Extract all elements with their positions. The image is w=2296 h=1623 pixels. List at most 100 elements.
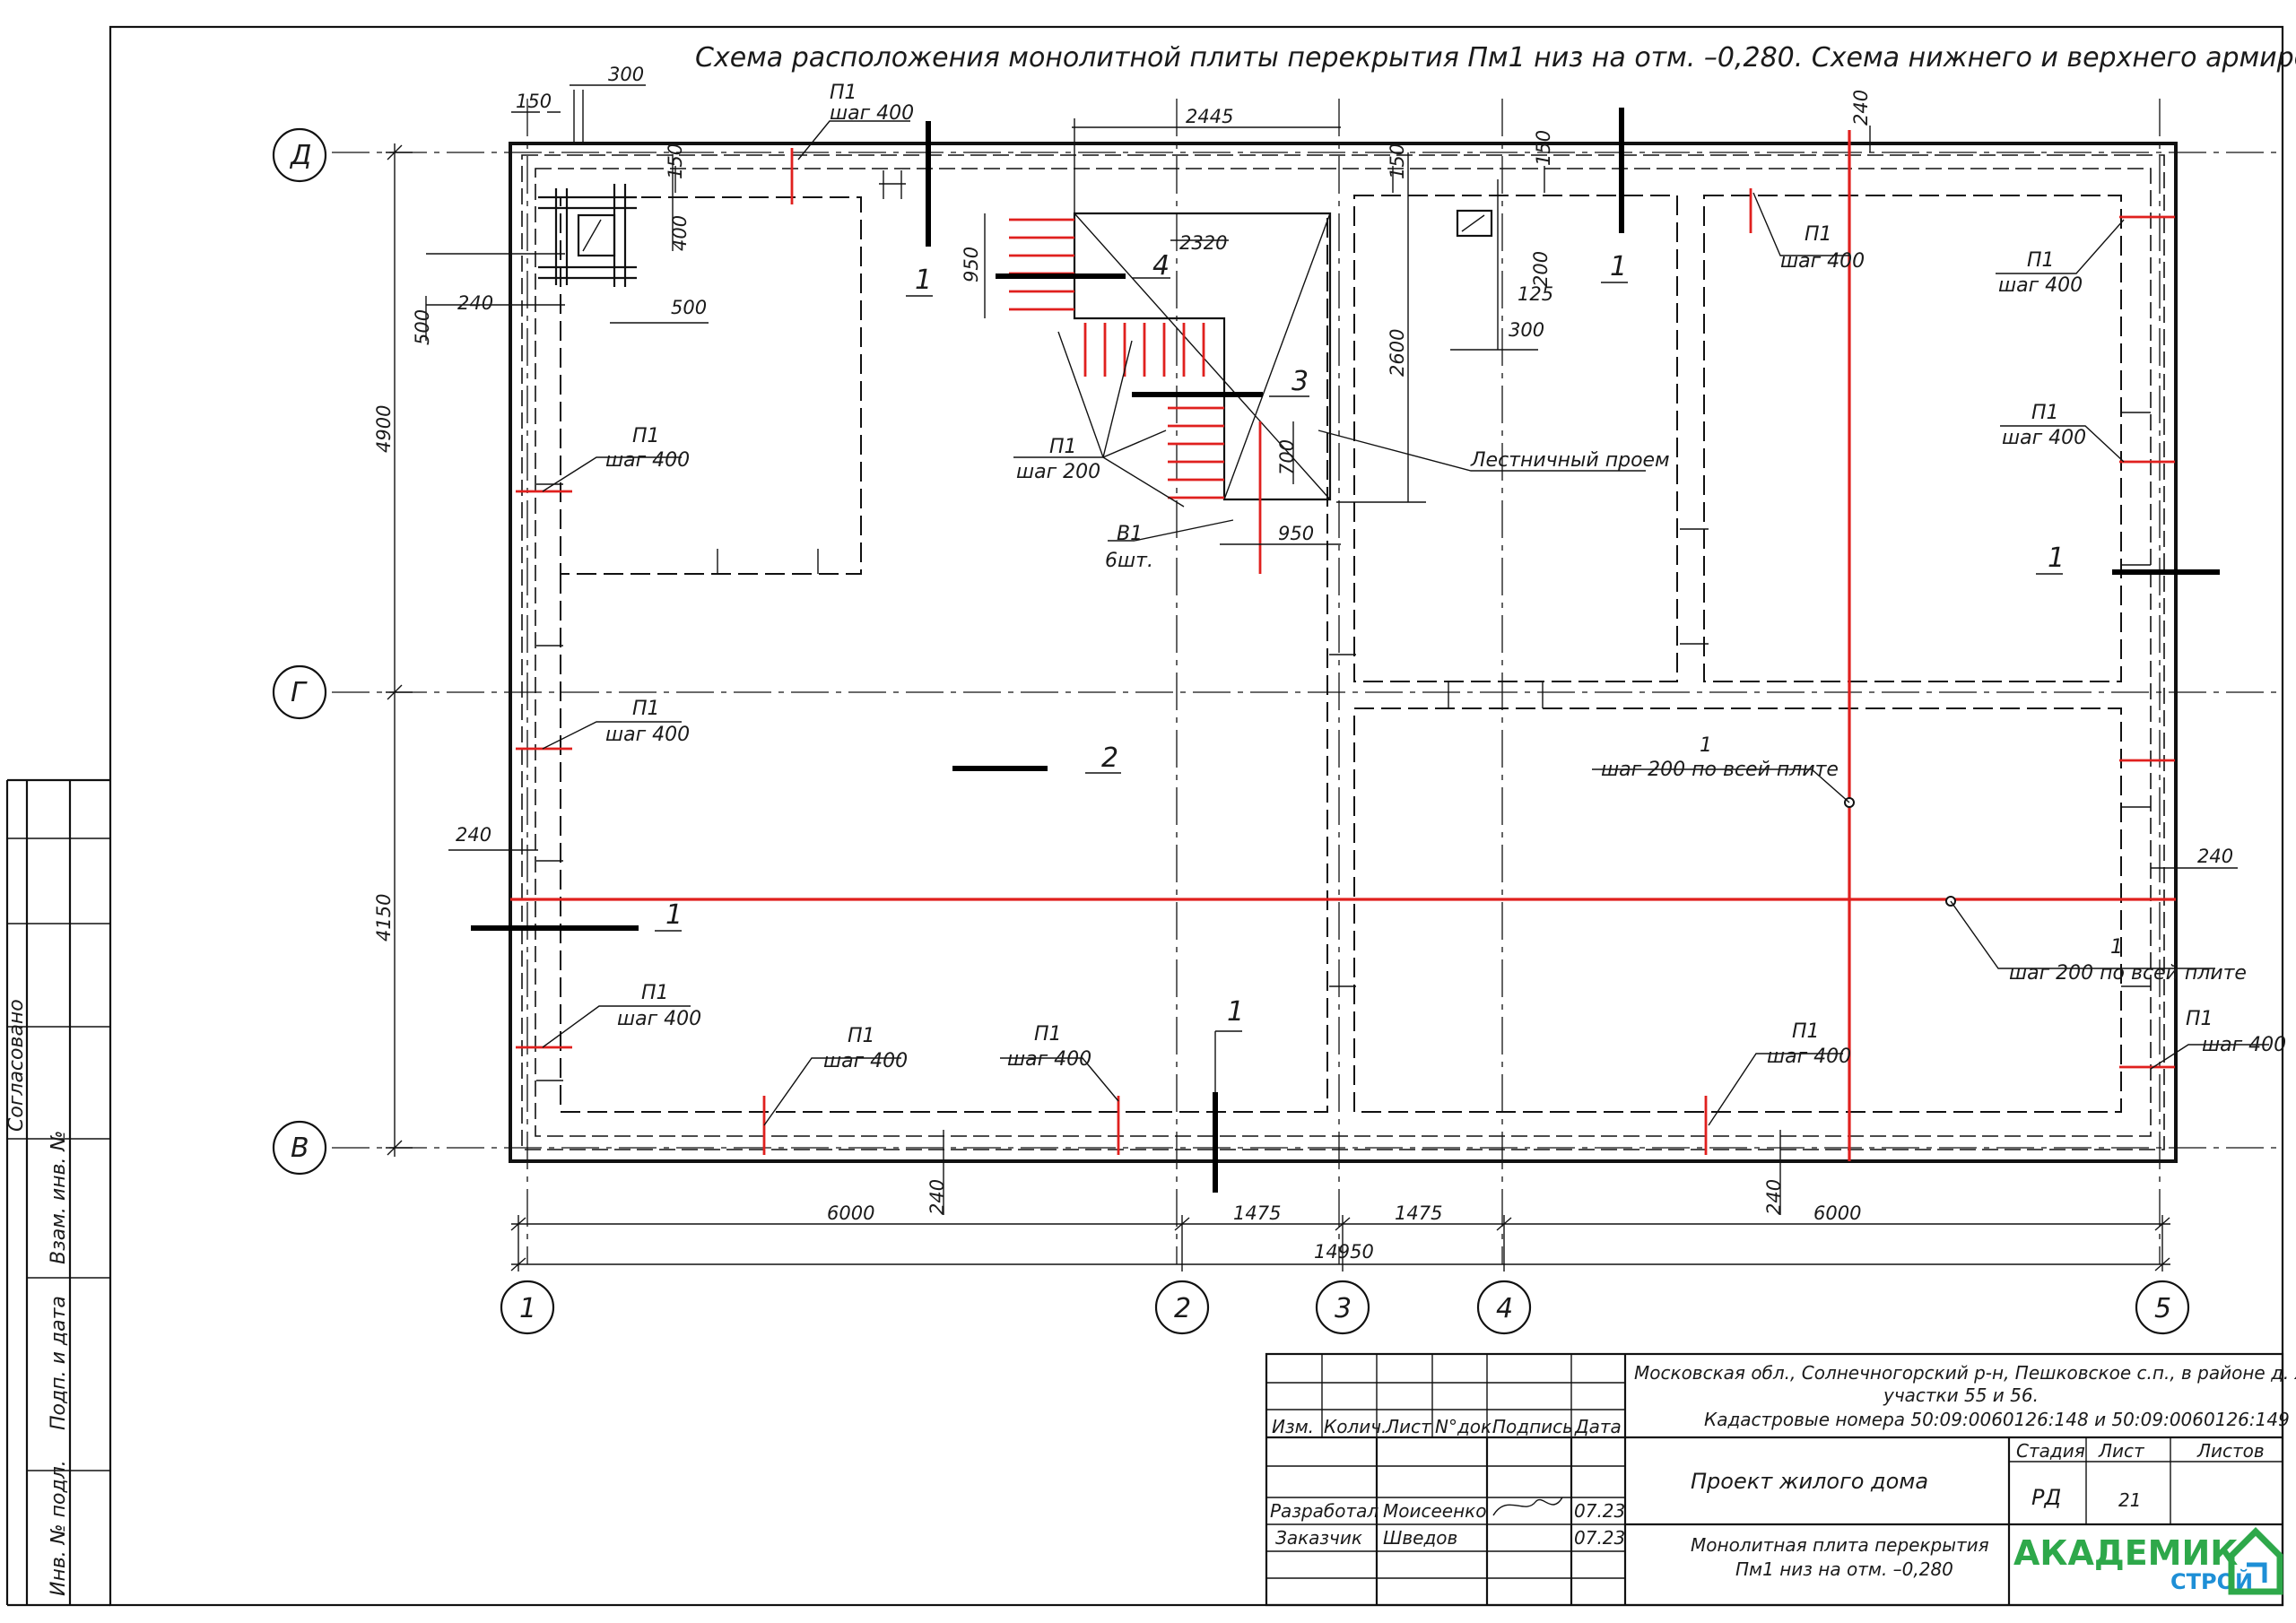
side-stamp: Согласовано Взам. инв. № Подп. и дата Ин… [5, 778, 110, 1607]
svg-text:2: 2 [1174, 1293, 1191, 1324]
svg-text:шаг 400: шаг 400 [823, 1050, 908, 1072]
svg-text:150: 150 [1387, 143, 1408, 179]
axis-bubble-G: Г [272, 664, 327, 720]
svg-text:шаг 400: шаг 400 [1767, 1046, 1851, 1068]
svg-text:П1: П1 [632, 698, 660, 720]
tb-sheet: 21 [2118, 1489, 2141, 1511]
tb-signature [1492, 1497, 1563, 1516]
svg-text:шаг 400: шаг 400 [2202, 1034, 2286, 1056]
tb-sheets-label: Листов [2196, 1440, 2265, 1462]
small-detail: 200 125 300 [1450, 179, 1553, 351]
title-block: Изм. Колич. Лист N°док. Подпись Дата Мос… [1265, 1352, 2296, 1607]
tb-developed-date: 07.23 [1574, 1500, 1625, 1522]
svg-text:шаг 400: шаг 400 [605, 724, 690, 746]
walls-below [536, 170, 2151, 1113]
svg-text:2600: 2600 [1387, 329, 1408, 377]
academic-stroy-logo: АКАДЕМИК СТРОЙ [2013, 1527, 2283, 1595]
svg-text:В: В [291, 1133, 309, 1164]
svg-text:П1: П1 [1792, 1020, 1820, 1043]
tb-h-kol: Колич. [1324, 1416, 1387, 1437]
stair-opening-label: Лестничный проем [1470, 449, 1670, 472]
svg-text:4150: 4150 [373, 894, 395, 942]
svg-text:В1: В1 [1117, 523, 1143, 545]
axis-bubble-3: 3 [1315, 1280, 1370, 1335]
tb-h-list: Лист [1385, 1416, 1432, 1437]
svg-text:5: 5 [2154, 1293, 2171, 1324]
svg-text:500: 500 [412, 309, 433, 345]
tb-developed-label: Разработал [1270, 1500, 1378, 1522]
svg-text:П1: П1 [830, 82, 857, 104]
svg-text:2445: 2445 [1186, 106, 1233, 127]
svg-text:П1: П1 [1805, 223, 1832, 246]
svg-text:1: 1 [1700, 734, 1712, 757]
svg-text:4: 4 [1496, 1293, 1513, 1324]
svg-text:шаг 400: шаг 400 [617, 1008, 701, 1030]
svg-text:240: 240 [1763, 1179, 1785, 1215]
inv-orig-label: Инв. № подл. [48, 1460, 70, 1596]
svg-text:шаг 400: шаг 400 [1780, 250, 1865, 273]
replaced-inv-label: Взам. инв. № [48, 1131, 70, 1264]
agreed-label: Согласовано [5, 999, 28, 1132]
svg-text:3: 3 [1335, 1293, 1352, 1324]
tb-sheet-title-2: Пм1 низ на отм. –0,280 [1735, 1558, 1953, 1580]
svg-text:240: 240 [1850, 90, 1872, 126]
grid-axes [332, 99, 2278, 1264]
axis-bubble-1: 1 [500, 1280, 555, 1335]
axis-bubble-V: В [272, 1120, 327, 1176]
svg-text:1: 1 [2110, 936, 2123, 959]
tb-address-2: участки 55 и 56. [1883, 1384, 2039, 1406]
svg-text:14950: 14950 [1314, 1241, 1374, 1263]
svg-text:6000: 6000 [1813, 1202, 1861, 1224]
tb-project: Проект жилого дома [1691, 1469, 1928, 1494]
row-axis-markers: Д Г В [272, 127, 327, 1176]
tb-h-doc: N°док. [1435, 1416, 1497, 1437]
svg-text:240: 240 [457, 292, 493, 314]
stair-opening-leader [1318, 430, 1646, 472]
mark-1-a: 1 [915, 265, 932, 296]
main-reinforcement [510, 130, 2176, 1161]
svg-text:6шт.: 6шт. [1105, 550, 1153, 572]
svg-text:шаг 400: шаг 400 [605, 449, 690, 472]
mark-1-c: 1 [665, 899, 683, 931]
svg-text:шаг 400: шаг 400 [2002, 427, 2086, 449]
axis-bubble-4: 4 [1476, 1280, 1532, 1335]
svg-text:700: 700 [1276, 439, 1298, 475]
svg-text:150: 150 [665, 143, 686, 179]
slab-outline [509, 142, 2178, 1163]
corner-detail: 150 300 240 500 500 400 [412, 64, 709, 345]
svg-text:Г: Г [291, 677, 308, 708]
svg-text:П1: П1 [641, 982, 669, 1004]
svg-text:П1: П1 [2027, 249, 2055, 272]
tb-customer-label: Заказчик [1275, 1527, 1362, 1549]
svg-text:П1: П1 [2186, 1008, 2213, 1030]
tb-stage-label: Стадия [2016, 1440, 2085, 1462]
tb-developed-name: Моисеенко [1383, 1500, 1487, 1522]
tb-sheet-label: Лист [2098, 1440, 2145, 1462]
section-cut-bars [471, 108, 2220, 1193]
svg-text:П1: П1 [632, 425, 660, 447]
svg-text:6000: 6000 [827, 1202, 874, 1224]
tb-customer-date: 07.23 [1574, 1527, 1625, 1549]
tb-h-date: Дата [1574, 1416, 1622, 1437]
svg-text:950: 950 [1278, 523, 1314, 544]
svg-text:500: 500 [671, 297, 707, 318]
svg-text:4900: 4900 [373, 405, 395, 453]
tb-address-1: Московская обл., Солнечногорский р-н, Пе… [1634, 1362, 2296, 1384]
drawing-title: Схема расположения монолитной плиты пере… [695, 42, 2296, 74]
svg-text:1475: 1475 [1395, 1202, 1442, 1224]
svg-text:шаг 200: шаг 200 [1016, 461, 1100, 483]
svg-text:П1: П1 [848, 1025, 875, 1047]
tb-customer-name: Шведов [1383, 1527, 1457, 1549]
svg-text:АКАДЕМИК: АКАДЕМИК [2013, 1533, 2238, 1573]
svg-text:950: 950 [961, 247, 982, 282]
mark-4: 4 [1152, 250, 1170, 282]
svg-text:300: 300 [608, 64, 644, 85]
tb-stage: РД [2031, 1485, 2061, 1510]
svg-text:400: 400 [669, 215, 691, 251]
svg-text:1: 1 [519, 1293, 536, 1324]
svg-text:150: 150 [516, 91, 552, 112]
svg-text:П1: П1 [1049, 436, 1077, 458]
svg-text:300: 300 [1509, 319, 1544, 341]
svg-text:125: 125 [1518, 283, 1553, 305]
